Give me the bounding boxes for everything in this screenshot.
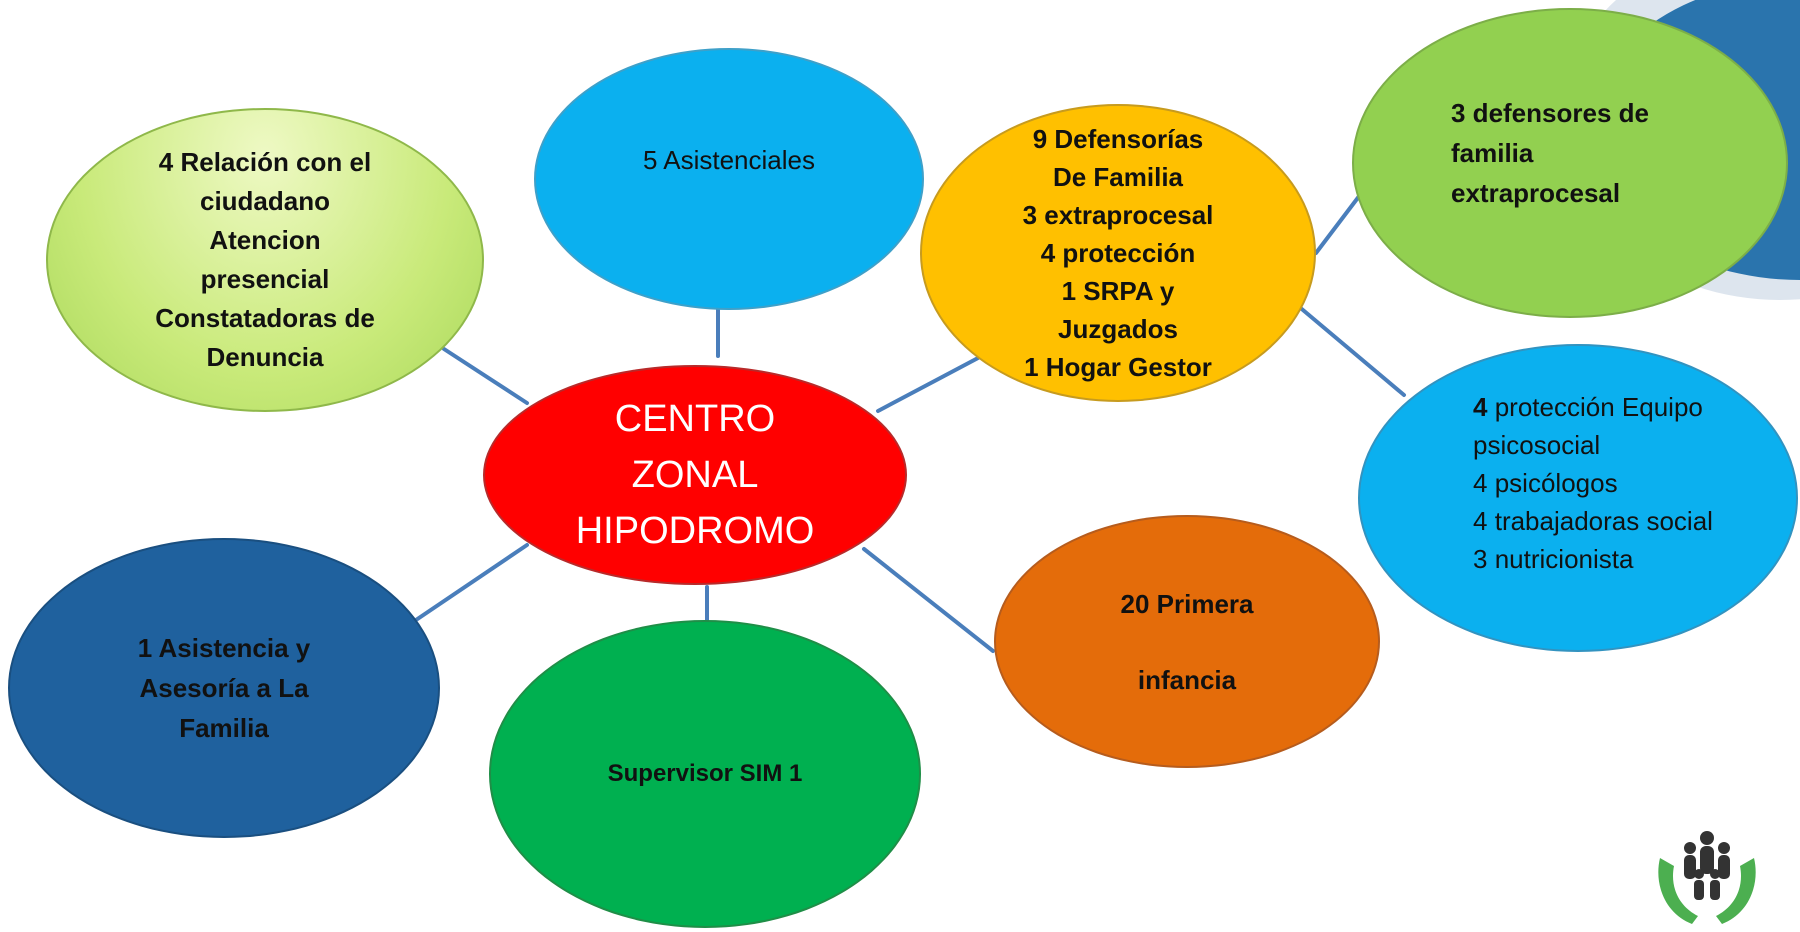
node-text-line: 1 SRPA y bbox=[1061, 276, 1175, 306]
node-text-line: 20 Primera bbox=[1120, 588, 1254, 619]
node-text-line: 1 Hogar Gestor bbox=[1024, 352, 1212, 382]
node-text-line: Juzgados bbox=[1058, 314, 1178, 344]
node-supervisor-sim: Supervisor SIM 1 bbox=[489, 620, 921, 928]
node-text-rest: protección Equipo bbox=[1487, 392, 1703, 422]
node-relacion-ciudadano: 4 Relación con el ciudadano Atencion pre… bbox=[46, 108, 484, 412]
node-text-line: 3 nutricionista bbox=[1473, 544, 1634, 574]
node-defensores-extraprocesal: 3 defensores de familia extraprocesal bbox=[1352, 8, 1788, 318]
node-text-line: Atencion bbox=[209, 225, 321, 255]
node-text-line: De Familia bbox=[1052, 162, 1184, 192]
center-text-line: CENTRO bbox=[614, 398, 776, 440]
node-primera-infancia: 20 Primera infancia bbox=[994, 515, 1380, 768]
connector-asistencia bbox=[411, 543, 529, 624]
node-text-line: presencial bbox=[200, 264, 330, 294]
node-centro-zonal-hipodromo: CENTRO ZONAL HIPODROMO bbox=[483, 365, 907, 585]
center-text-line: HIPODROMO bbox=[575, 510, 815, 552]
family-hands-logo-icon bbox=[1658, 831, 1756, 924]
connector-defensorias bbox=[876, 356, 980, 413]
node-text-line: extraprocesal bbox=[1451, 178, 1621, 208]
node-text-line: 4 protección Equipo bbox=[1473, 388, 1703, 426]
node-asistencia-asesoria-familia: 1 Asistencia y Asesoría a La Familia bbox=[8, 538, 440, 838]
node-text-line: 9 Defensorías bbox=[1032, 124, 1204, 154]
connector-proteccion bbox=[1295, 303, 1406, 397]
node-asistenciales: 5 Asistenciales bbox=[534, 48, 924, 310]
node-text-line: infancia bbox=[1137, 664, 1237, 695]
node-text-line: ciudadano bbox=[199, 186, 330, 216]
node-defensorias-de-familia: 9 Defensorías De Familia 3 extraprocesal… bbox=[920, 104, 1316, 402]
connector-defensores bbox=[1314, 189, 1365, 255]
connector-primera bbox=[862, 547, 995, 653]
node-text-line: Asesoría a La bbox=[139, 673, 309, 703]
node-text-line: 5 Asistenciales bbox=[643, 145, 815, 175]
node-text-line: 4 protección bbox=[1040, 238, 1196, 268]
node-text-line: Familia bbox=[179, 713, 269, 743]
node-text-line: 4 Relación con el bbox=[158, 147, 372, 177]
connector-relacion bbox=[442, 347, 529, 405]
node-text-line: Supervisor SIM 1 bbox=[607, 760, 803, 787]
node-text-line: Denuncia bbox=[206, 342, 324, 372]
node-text-line: 3 defensores de bbox=[1451, 98, 1649, 128]
node-text-line: 1 Asistencia y bbox=[137, 633, 311, 663]
node-text-number: 4 bbox=[1473, 392, 1488, 422]
node-text-line: Constatadoras de bbox=[155, 303, 375, 333]
center-text-line: ZONAL bbox=[631, 454, 759, 496]
node-text-line: 4 trabajadoras social bbox=[1473, 506, 1713, 536]
node-text-line: 4 psicólogos bbox=[1473, 468, 1618, 498]
node-text-line: psicosocial bbox=[1473, 430, 1601, 460]
node-text-line: 3 extraprocesal bbox=[1022, 200, 1214, 230]
node-proteccion-equipo-psicosocial: 4 protección Equipo psicosocial 4 psicól… bbox=[1358, 344, 1798, 652]
node-text-line: familia bbox=[1451, 138, 1534, 168]
